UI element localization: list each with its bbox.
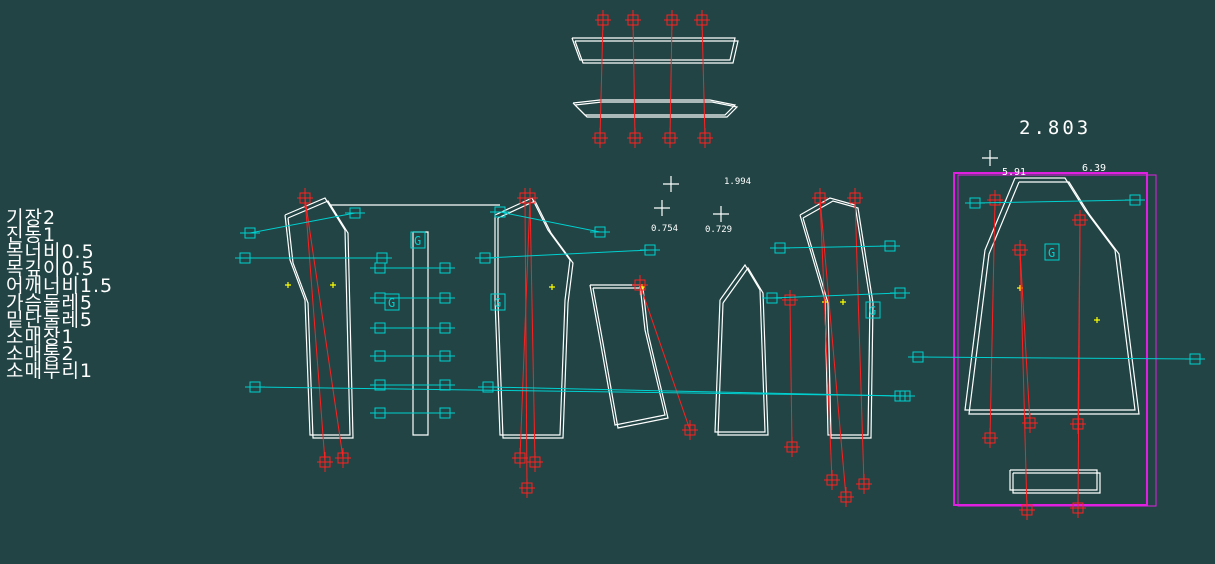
grain-marker-icon [1044,243,1060,261]
seam-line [989,199,996,439]
param-length: 기장2 [6,207,57,229]
notch-line [499,211,601,233]
grain-marker-icon [865,301,881,319]
side-panel-piece [799,197,871,436]
total-measurement: 2.803 [1019,117,1092,139]
sleeve-piece-2 [714,263,766,433]
crosshair-icon [982,150,998,166]
notch-line [249,212,356,234]
grain-marker-label: G [494,296,501,310]
param-neck-depth: 목깊이0.5 [6,258,95,280]
seam-line [1077,219,1081,509]
grain-marker-label: G [869,304,876,318]
side-panel-piece [802,200,874,439]
notch-line [917,356,1196,360]
grain-marker-icon [410,231,426,249]
param-neck-width: 목너비0.5 [6,241,95,263]
notch-line [974,199,1136,204]
seam-layer [297,10,1088,520]
crosshair-layer [654,150,998,222]
seam-line [632,19,636,139]
point-marker-icon [285,282,291,288]
measurement-label: 0.729 [705,225,733,235]
measurement-label: 0.754 [651,224,679,234]
seam-line [524,197,528,489]
seam-line [599,19,604,139]
seam-line [304,197,344,459]
seam-line [669,19,673,139]
grain-marker-icon [490,293,506,311]
seam-line [529,197,536,463]
notch-line [487,386,901,397]
param-sleeve-length: 소매장1 [6,326,75,348]
seam-line [701,19,706,139]
front-bodice-piece [494,197,571,436]
collar-piece [574,40,739,64]
seam-line [304,197,326,463]
point-marker-icon [840,299,846,305]
back-bodice-piece [284,197,351,436]
selection-box-outer [957,174,1157,507]
point-marker-icon [330,282,336,288]
grain-marker-label: G [414,234,421,248]
notch-line [779,245,891,249]
point-marker-icon [549,284,555,290]
front-bodice-selected [968,181,1140,415]
selection-box[interactable] [953,172,1148,506]
parameter-list: 기장2 진동1 목너비0.5 목깊이0.5 어깨너비1.5 가슴둘레5 밑단둘레… [6,207,114,382]
param-cuff: 소매부리1 [6,360,94,382]
collar-piece [571,37,736,61]
point-marker-icon [1094,317,1100,323]
notch-line [771,292,901,299]
notch-line [254,386,906,397]
seam-line [819,197,833,481]
notch-layer: G G G G G [235,194,1205,419]
collar-stand-piece [574,101,739,118]
param-sleeve-width: 소매통2 [6,343,75,365]
seam-line [854,197,865,485]
measurement-label: 5.91 [1002,167,1027,178]
notch-line [484,249,651,259]
measurement-label: 1.994 [724,177,752,187]
seam-line [789,299,793,448]
param-armhole: 진동1 [6,224,57,246]
grain-marker-icon [384,293,400,311]
sleeve-piece [592,287,669,429]
crosshair-icon [713,206,729,222]
seam-line [519,197,531,459]
outline-layer [284,37,1140,494]
placket-piece [412,231,429,436]
measurement-label: 6.39 [1082,163,1107,174]
pocket-piece [1012,472,1101,494]
crosshair-icon [654,200,670,216]
seam-line [1019,249,1028,511]
grain-marker-label: G [388,296,395,310]
param-hem: 밑단둘레5 [6,309,94,331]
front-bodice-piece [497,200,574,439]
seam-line [819,197,847,498]
sleeve-piece-2 [717,266,769,436]
seam-line [639,284,691,431]
param-shoulder-width: 어깨너비1.5 [6,275,114,297]
pocket-piece [1009,469,1098,491]
seam-line [1019,249,1031,424]
front-bodice-selected [964,177,1136,411]
back-bodice-piece [287,200,354,439]
crosshair-icon [663,176,679,192]
grain-marker-label: G [1048,246,1055,260]
param-chest: 가슴둘레5 [6,292,94,314]
